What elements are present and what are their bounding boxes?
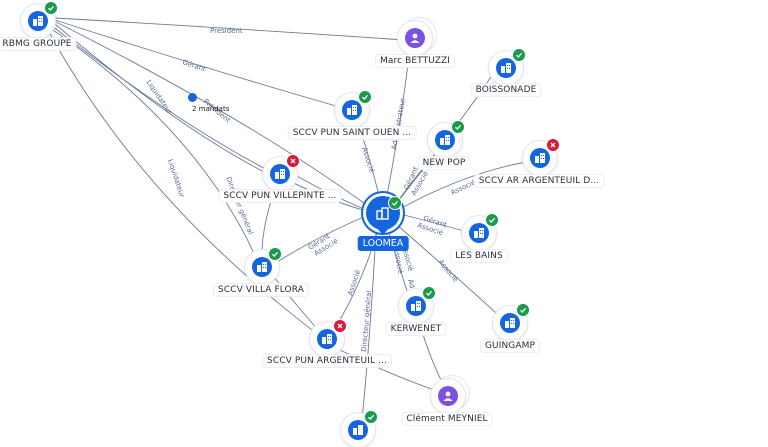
- node-argenteuil[interactable]: [310, 319, 347, 356]
- edge-rbmg-villaflora: [49, 27, 259, 263]
- building-icon: [342, 100, 362, 120]
- building-icon: [500, 313, 520, 333]
- check-icon: [451, 120, 465, 134]
- edge-label-liquidateur2: Liquidateur: [166, 158, 186, 198]
- node-argenteuild[interactable]: [523, 138, 560, 175]
- check-icon: [512, 48, 526, 62]
- node-label-kerwenet: KERWENET: [386, 323, 446, 335]
- check-icon: [358, 90, 372, 104]
- node-kerwenet[interactable]: [399, 286, 436, 323]
- node-guingamp[interactable]: [493, 303, 530, 340]
- node-bottom[interactable]: [341, 410, 378, 447]
- node-villaflora[interactable]: [245, 247, 282, 284]
- person-icon: [438, 386, 458, 406]
- check-icon: [422, 286, 436, 300]
- building-icon: [376, 207, 389, 220]
- edge-rbmg-argenteuil: [47, 29, 321, 337]
- node-villepinte[interactable]: [263, 154, 300, 191]
- edge-label-associe3: Associé: [449, 178, 476, 196]
- center-pin: [376, 227, 390, 235]
- edge-rbmg-saintouen: [54, 19, 351, 111]
- check-icon: [516, 303, 530, 317]
- edge-label-administrateur: Administrateur: [390, 97, 407, 150]
- node-label-lesbains: LES BAINS: [451, 250, 507, 262]
- node-meyniel[interactable]: [431, 376, 469, 413]
- node-label-meyniel: Clément MEYNIEL: [402, 413, 492, 425]
- check-icon: [44, 1, 58, 15]
- building-icon: [270, 164, 290, 184]
- building-icon: [496, 58, 516, 78]
- center-label: LOOMEA: [357, 236, 409, 251]
- building-icon: [252, 257, 272, 277]
- building-icon: [348, 420, 368, 440]
- node-lesbains[interactable]: [462, 213, 499, 250]
- building-icon: [469, 223, 489, 243]
- edge-rbmg-loomea-1: [55, 21, 369, 207]
- node-label-guingamp: GUINGAMP: [480, 340, 540, 352]
- node-saintouen[interactable]: [335, 90, 372, 127]
- edge-loomea-guingamp: [395, 223, 507, 323]
- node-label-bettuzzi: Marc BETTUZZI: [375, 55, 455, 67]
- node-boissonade[interactable]: [489, 48, 526, 85]
- cross-icon: [546, 138, 560, 152]
- edge-rbmg-loomea-2: [51, 25, 371, 213]
- cross-icon: [286, 154, 300, 168]
- edge-label-associe1: Associé: [360, 146, 376, 174]
- edge-label-president: Président: [210, 27, 243, 35]
- person-icon: [405, 28, 425, 48]
- building-icon: [317, 329, 337, 349]
- node-label-argenteuil: SCCV PUN ARGENTEUIL ...: [263, 355, 391, 367]
- node-newpop[interactable]: [428, 120, 465, 157]
- mandats-label: 2 mandats: [192, 105, 230, 113]
- edge-label-ad: Ad...: [406, 278, 418, 295]
- building-icon: [28, 11, 48, 31]
- mandats-marker[interactable]: [188, 93, 197, 102]
- cross-icon: [333, 319, 347, 333]
- check-icon: [268, 247, 282, 261]
- node-label-saintouen: SCCV PUN SAINT OUEN ...: [288, 127, 416, 139]
- building-icon: [530, 148, 550, 168]
- edge-rbmg-bettuzzi: [54, 17, 406, 41]
- check-icon: [364, 410, 378, 424]
- node-label-rbmg: RBMG GROUPE: [0, 38, 76, 50]
- check-icon: [388, 196, 402, 210]
- node-label-villepinte: SCCV PUN VILLEPINTE ...: [219, 190, 341, 202]
- edge-label-dg2: Directeur général: [360, 290, 373, 352]
- node-label-newpop: NEW POP: [418, 157, 470, 169]
- node-label-argenteuild: SCCV AR ARGENTEUIL D...: [474, 175, 604, 187]
- node-label-villaflora: SCCV VILLA FLORA: [214, 284, 308, 296]
- check-icon: [485, 213, 499, 227]
- building-icon: [406, 296, 426, 316]
- edge-argenteuil-meyniel: [331, 345, 441, 393]
- node-bettuzzi[interactable]: [398, 18, 436, 55]
- edge-loomea-argenteuild: [397, 159, 539, 211]
- building-icon: [435, 130, 455, 150]
- edge-loomea-bottom: [361, 231, 377, 421]
- edge-label-associe6: Associé: [346, 269, 362, 297]
- edge-label-gerant: Gérant: [181, 58, 207, 73]
- edge-rbmg-villepinte: [54, 23, 273, 177]
- node-rbmg[interactable]: [21, 1, 58, 38]
- node-label-boissonade: BOISSONADE: [471, 84, 541, 96]
